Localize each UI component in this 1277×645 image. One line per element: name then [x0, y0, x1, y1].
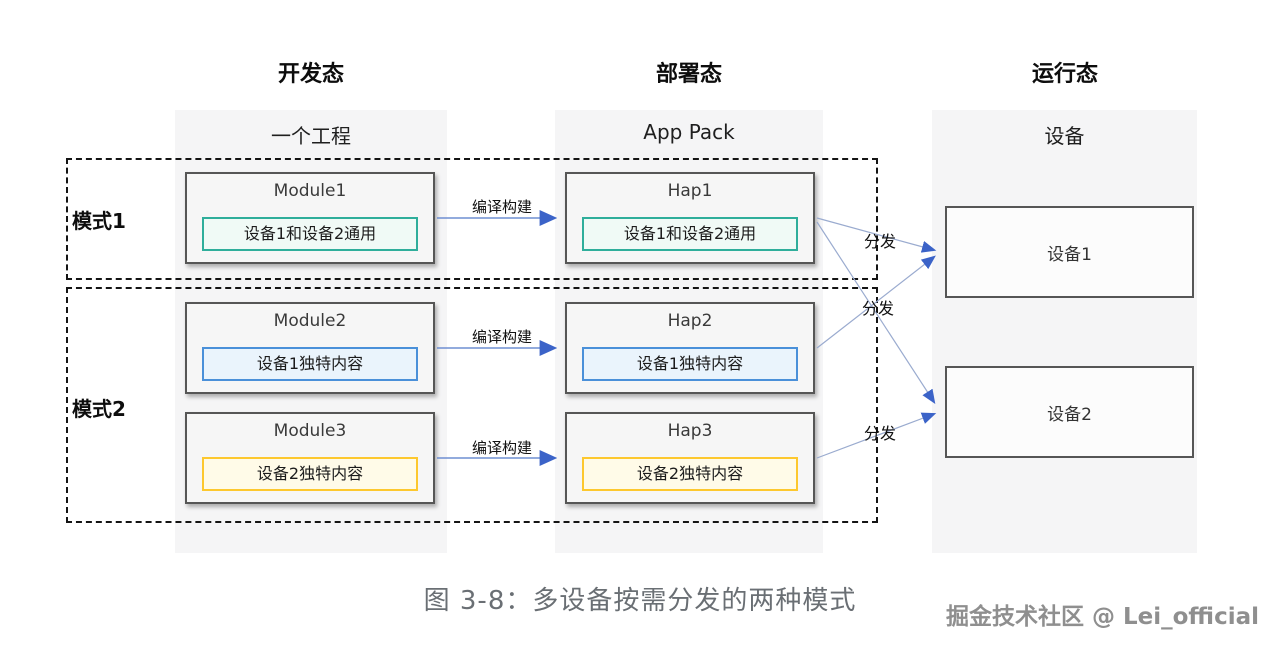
header-dev-state: 开发态 [277, 62, 344, 87]
panel-app-pack-title: App Pack [643, 120, 735, 144]
module1-title: Module1 [273, 181, 347, 201]
hap3-content: 设备2独特内容 [582, 457, 798, 491]
device2-box: 设备2 [945, 366, 1194, 458]
hap3-title: Hap3 [667, 421, 713, 441]
module1-content: 设备1和设备2通用 [202, 217, 418, 251]
panel-device: 设备 [932, 110, 1197, 553]
build-label-2: 编译构建 [471, 328, 532, 346]
distribute-label-2: 分发 [861, 299, 894, 318]
watermark-text: 掘金技术社区 @ Lei_official [945, 604, 1259, 630]
module2-title: Module2 [273, 311, 347, 331]
device1-box: 设备1 [945, 206, 1194, 298]
module3-box: Module3 设备2独特内容 [185, 412, 435, 504]
hap1-content: 设备1和设备2通用 [582, 217, 798, 251]
hap2-content: 设备1独特内容 [582, 347, 798, 381]
mode1-label: 模式1 [72, 209, 126, 233]
module2-content: 设备1独特内容 [202, 347, 418, 381]
hap2-box: Hap2 设备1独特内容 [565, 302, 815, 394]
panel-device-title: 设备 [1044, 124, 1085, 148]
hap2-title: Hap2 [667, 311, 713, 331]
panel-project-title: 一个工程 [271, 124, 351, 148]
module3-title: Module3 [273, 421, 347, 441]
figure-caption: 图 3-8：多设备按需分发的两种模式 [423, 586, 857, 616]
hap1-title: Hap1 [667, 181, 713, 201]
module2-box: Module2 设备1独特内容 [185, 302, 435, 394]
header-run-state: 运行态 [1031, 62, 1098, 87]
hap1-box: Hap1 设备1和设备2通用 [565, 172, 815, 264]
header-deploy-state: 部署态 [655, 62, 722, 87]
device1-label: 设备1 [1047, 244, 1092, 265]
device2-label: 设备2 [1047, 404, 1092, 425]
module1-box: Module1 设备1和设备2通用 [185, 172, 435, 264]
distribute-label-1: 分发 [863, 232, 896, 251]
mode2-region [66, 287, 878, 523]
build-label-1: 编译构建 [471, 198, 532, 216]
mode2-label: 模式2 [72, 397, 126, 421]
hap3-box: Hap3 设备2独特内容 [565, 412, 815, 504]
build-label-3: 编译构建 [471, 439, 532, 457]
distribute-label-3: 分发 [863, 424, 896, 443]
module3-content: 设备2独特内容 [202, 457, 418, 491]
